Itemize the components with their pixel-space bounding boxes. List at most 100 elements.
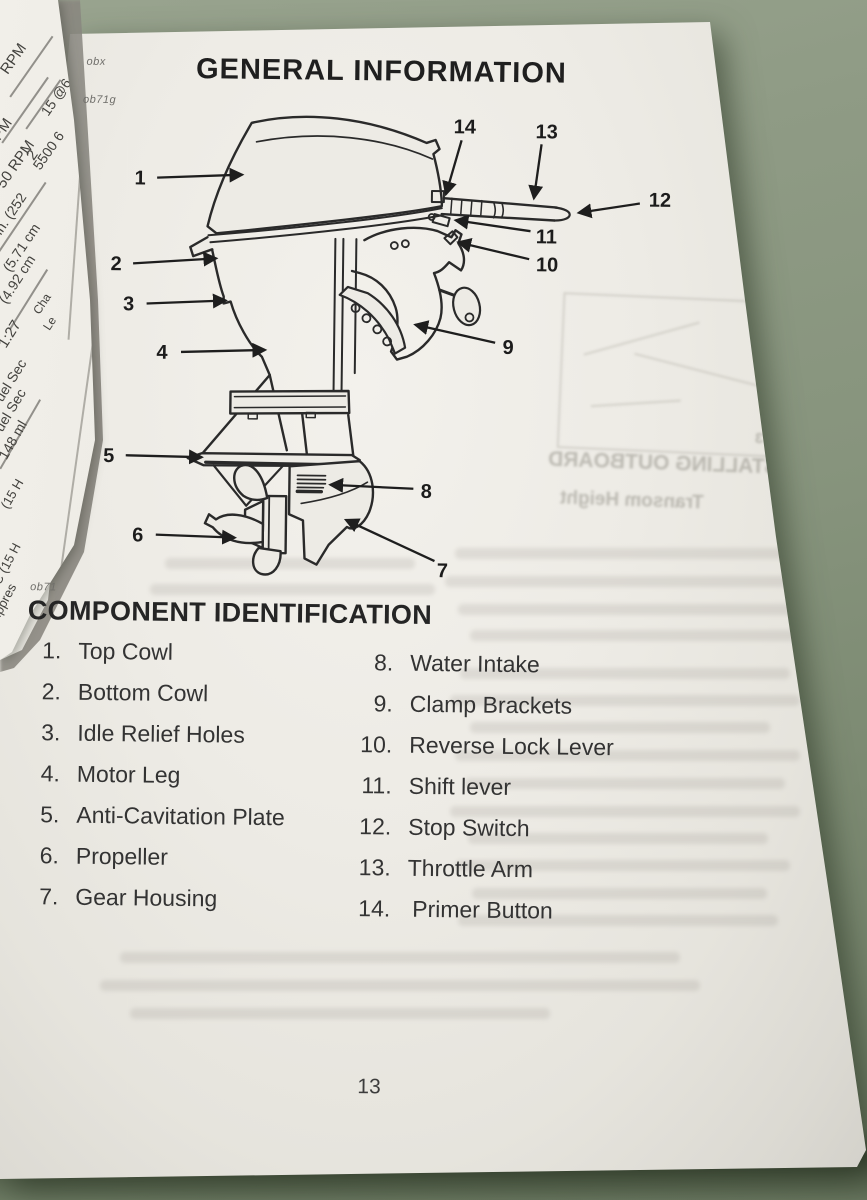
list-item: 11. Shift lever: [349, 772, 613, 816]
outboard-motor-diagram: 1 2 3 4 5 6 7 8 9 10 11 12 13 14: [103, 115, 671, 582]
lower-mount-band: [229, 389, 351, 415]
list-item: 4. Motor Leg: [18, 760, 286, 804]
callout-label-1: 1: [134, 167, 145, 189]
leg-lower: [301, 413, 355, 461]
item-number: 12.: [359, 813, 392, 840]
reverse-lock-lever: [443, 230, 459, 246]
callout-arrow-1: [157, 167, 245, 183]
callout-arrow-11: [453, 214, 531, 233]
bracket-hole: [382, 336, 393, 347]
tiller-ribs: [449, 197, 483, 218]
item-number: 13.: [358, 854, 391, 881]
callout-label-7: 7: [437, 560, 448, 582]
showthrough-line: [468, 833, 768, 844]
tiller-end-cap: [553, 206, 571, 222]
item-number: 11.: [361, 772, 392, 799]
showthrough-line: [450, 695, 800, 706]
callout-arrow-5: [125, 449, 204, 465]
item-label: Reverse Lock Lever: [409, 731, 614, 761]
item-label: Propeller: [75, 842, 169, 870]
callout-label-9: 9: [502, 337, 513, 359]
prop-hub: [261, 494, 288, 555]
callout-arrow-6: [155, 529, 237, 545]
item-label: Idle Relief Holes: [77, 719, 245, 748]
list-item: 14.Primer Button: [348, 895, 612, 942]
callout-label-6: 6: [132, 524, 143, 546]
housing-seam: [300, 481, 369, 505]
page-number: 13: [357, 1075, 381, 1099]
showthrough-line: [150, 584, 435, 595]
callout-arrow-12: [576, 202, 641, 219]
showthrough-line: [120, 952, 680, 963]
item-label: Gear Housing: [75, 883, 218, 912]
showthrough-line: [472, 888, 767, 899]
callout-label-11: 11: [536, 226, 557, 248]
item-number: 1.: [42, 637, 62, 664]
item-number: 9.: [373, 690, 393, 717]
item-number: 6.: [39, 842, 60, 869]
prop-blade-left: [203, 513, 265, 545]
top-cowl-outline: [206, 115, 444, 235]
bracket-top-hole: [389, 241, 399, 250]
page-title: GENERAL INFORMATION: [195, 53, 568, 90]
callout-arrow-4: [180, 342, 268, 358]
list-item: 6. Propeller: [17, 842, 285, 886]
cowl-top-line: [255, 135, 434, 160]
showthrough-line: [470, 722, 770, 733]
showthrough-line: [465, 778, 785, 789]
item-label: Throttle Arm: [407, 854, 534, 883]
showthrough-line: [450, 806, 800, 817]
print-code-obx: obx: [86, 55, 106, 68]
item-label: Shift lever: [408, 772, 512, 801]
callout-arrow-8: [328, 477, 414, 493]
bracket-arm: [338, 285, 407, 355]
list-item: 1. Top Cowl: [19, 637, 287, 681]
mount-bolts: [247, 411, 317, 420]
callout-arrow-3: [146, 293, 228, 309]
prop-hub-line: [267, 495, 271, 554]
section-heading: COMPONENT IDENTIFICATION: [27, 595, 433, 631]
callout-arrow-14: [442, 140, 463, 197]
item-label: Motor Leg: [76, 760, 181, 788]
callout-arrow-10: [456, 237, 530, 261]
item-number: 7.: [39, 883, 59, 910]
list-item: 8.Water Intake: [351, 649, 615, 693]
showthrough-line: [458, 604, 823, 615]
callout-label-13: 13: [535, 121, 558, 143]
callout-arrow-13: [528, 144, 544, 201]
swivel-tube: [332, 237, 358, 392]
showthrough-line: [458, 915, 778, 926]
clamp-knob-hole: [464, 312, 475, 323]
prop-blade-top: [233, 463, 269, 502]
item-label: Primer Button: [412, 895, 553, 924]
item-number: 3.: [41, 719, 61, 746]
item-number: 10.: [360, 731, 393, 758]
callout-arrow-7: [343, 518, 435, 563]
showthrough-line: [165, 558, 415, 569]
item-number: 4.: [40, 760, 61, 787]
callout-arrow-2: [133, 251, 219, 267]
bracket-hole: [372, 324, 383, 335]
tiller-shaft: [440, 196, 559, 222]
callout-label-14: 14: [454, 116, 477, 138]
component-list-left: 1. Top Cowl 2.Bottom Cowl 3. Idle Relief H…: [16, 637, 287, 932]
bracket-hole: [361, 313, 372, 324]
callout-label-3: 3: [123, 293, 134, 315]
water-intake-slots: [296, 474, 327, 489]
item-label: Top Cowl: [78, 637, 174, 665]
showthrough-line: [130, 1008, 550, 1019]
callout-label-5: 5: [103, 445, 114, 467]
cowl-seam: [207, 207, 444, 244]
item-label: Clamp Brackets: [409, 690, 573, 719]
clamp-bracket: [350, 226, 466, 361]
item-label: Anti-Cavitation Plate: [76, 801, 285, 831]
primer-button: [430, 189, 445, 204]
item-number: 5.: [40, 801, 60, 828]
list-item: 2.Bottom Cowl: [19, 678, 287, 722]
showthrough-line: [470, 630, 800, 641]
housing-wedge: [212, 464, 284, 507]
item-label: Stop Switch: [408, 813, 530, 842]
list-item: 13. Throttle Arm: [348, 854, 612, 898]
